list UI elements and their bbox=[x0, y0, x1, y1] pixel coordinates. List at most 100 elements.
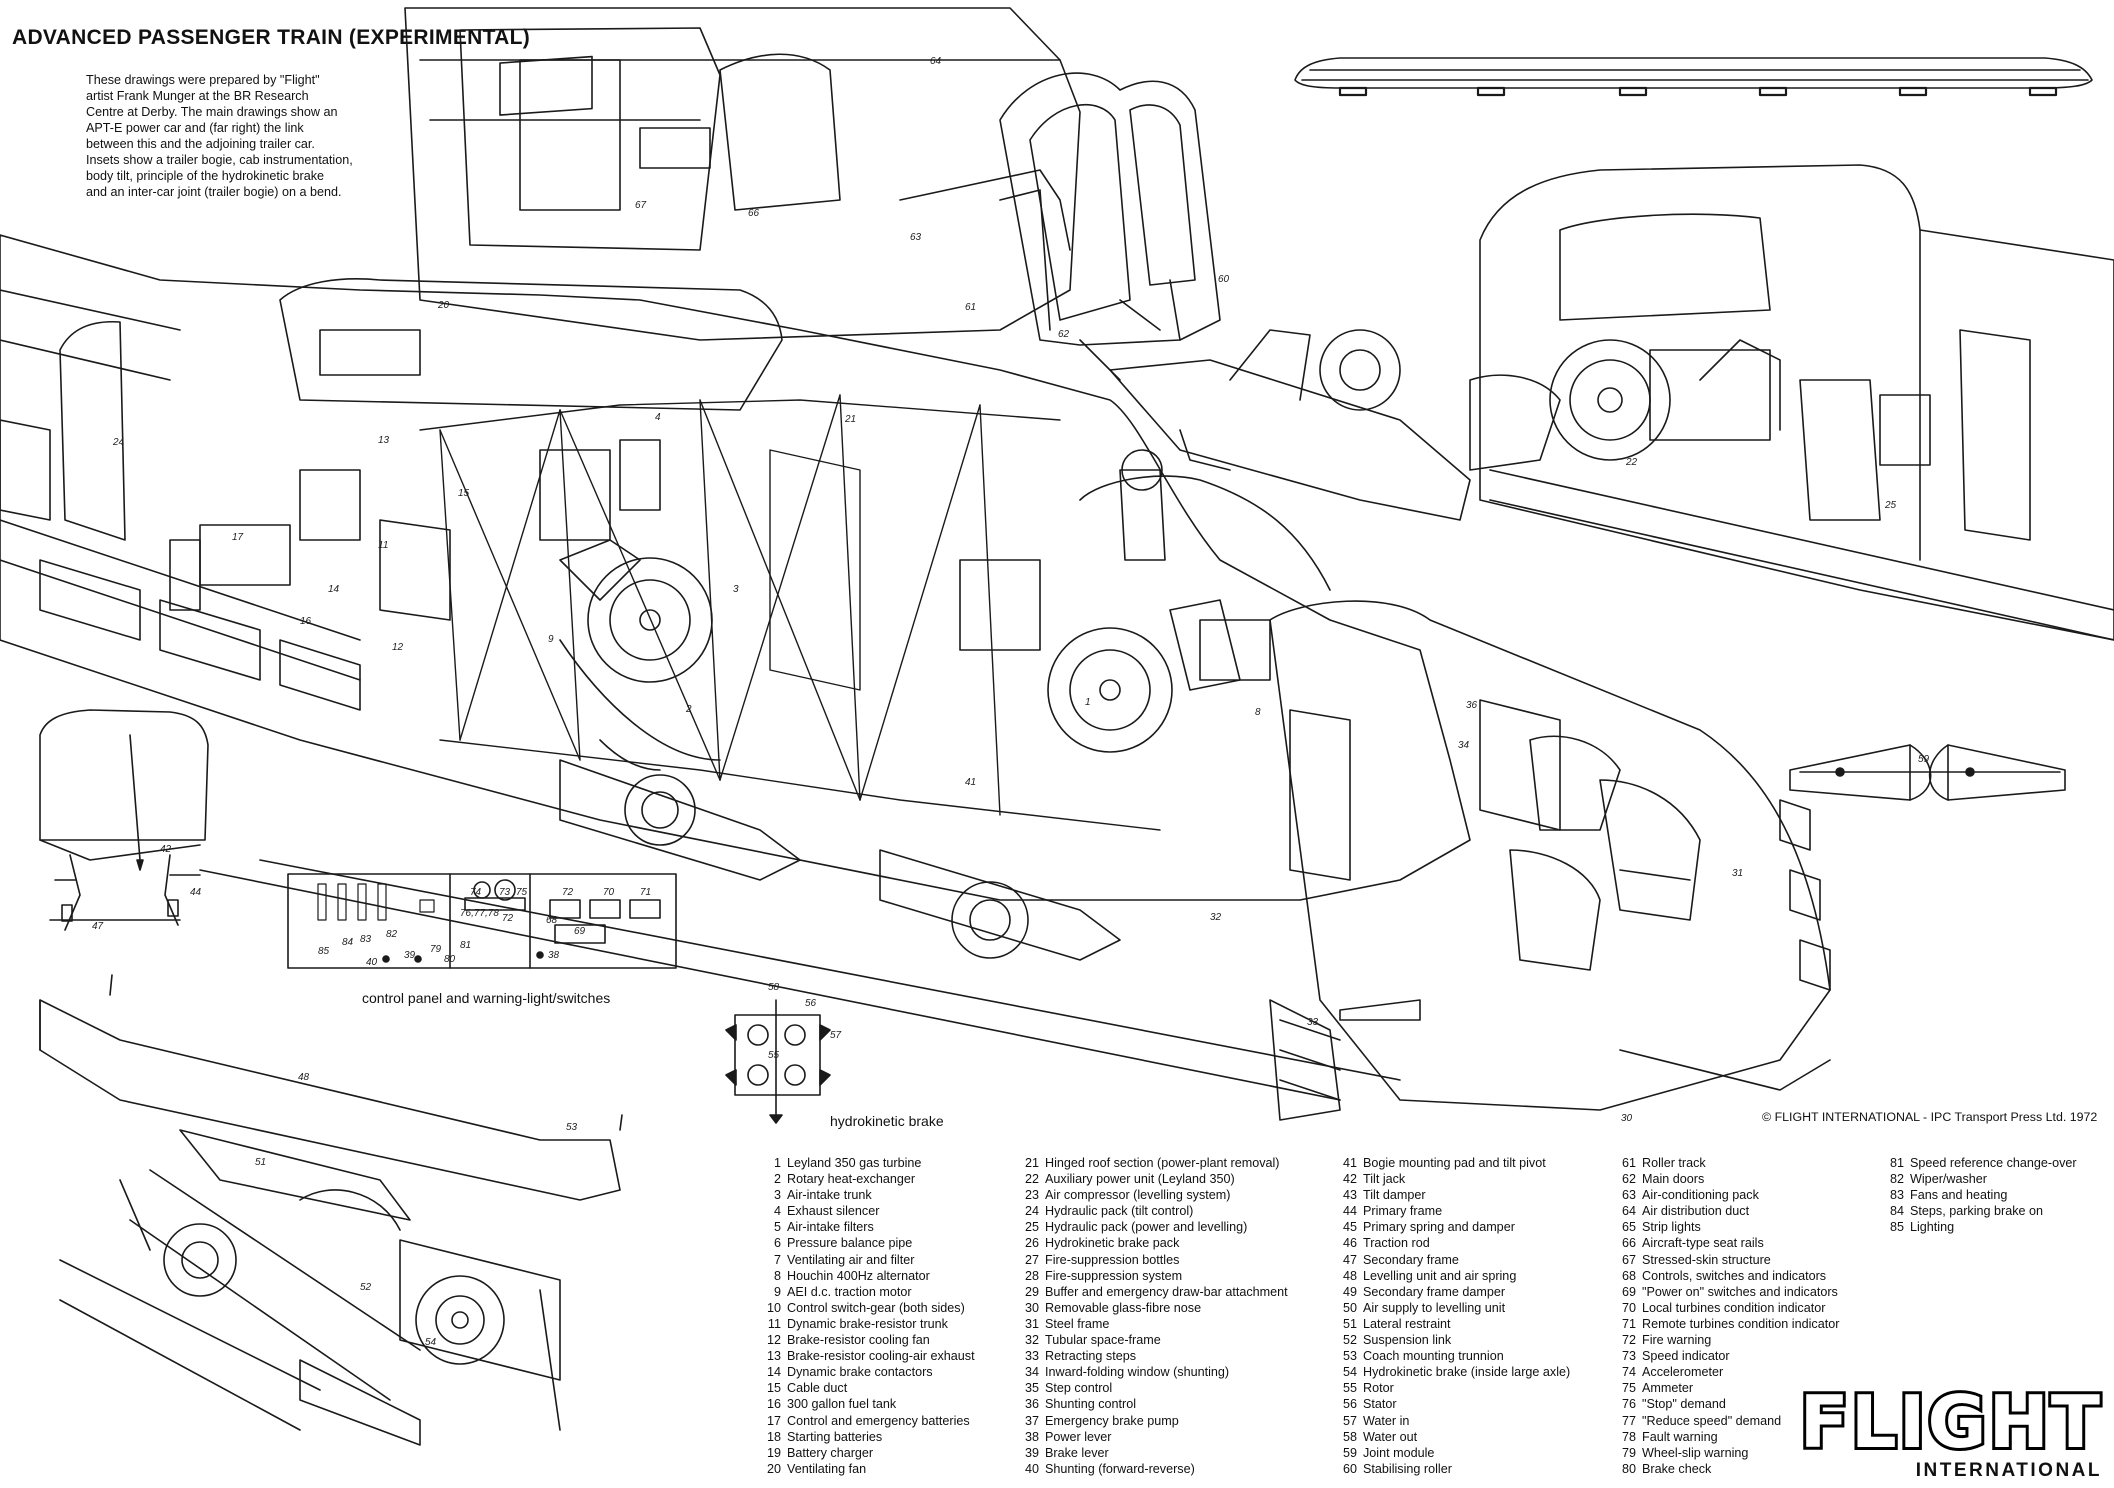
legend-number: 41 bbox=[1342, 1156, 1357, 1170]
legend-number: 48 bbox=[1342, 1268, 1357, 1283]
legend-text: Rotary heat-exchanger bbox=[787, 1172, 916, 1187]
callout: 41 bbox=[965, 777, 976, 788]
legend-text: Main doors bbox=[1642, 1172, 1705, 1187]
callout: 60 bbox=[1218, 274, 1230, 285]
legend-number: 73 bbox=[1621, 1349, 1636, 1364]
callout: 54 bbox=[425, 1337, 437, 1348]
legend-item: 76"Stop" demand bbox=[1612, 1396, 1839, 1412]
train-profile-inset bbox=[1294, 57, 2093, 97]
callout: 81 bbox=[460, 940, 471, 951]
callout: 4 bbox=[655, 412, 661, 423]
trailer-car-body bbox=[404, 7, 1081, 341]
legend-text: Air-conditioning pack bbox=[1642, 1188, 1759, 1203]
legend-number: 33 bbox=[1024, 1349, 1039, 1364]
legend-number: 4 bbox=[773, 1204, 781, 1219]
legend-text: Control switch-gear (both sides) bbox=[787, 1300, 965, 1315]
callout: 68 bbox=[546, 915, 558, 926]
legend-text: Dynamic brake contactors bbox=[787, 1365, 933, 1380]
legend-number: 76 bbox=[1621, 1397, 1636, 1412]
callout: 67 bbox=[635, 200, 647, 211]
callout: 84 bbox=[342, 937, 354, 948]
callout: 82 bbox=[386, 929, 398, 940]
intro-line: These drawings were prepared by "Flight" bbox=[86, 73, 320, 87]
legend-text: "Power on" switches and indicators bbox=[1642, 1284, 1838, 1299]
callout: 63 bbox=[910, 232, 922, 243]
legend-number: 47 bbox=[1342, 1252, 1357, 1267]
callout: 30 bbox=[1621, 1113, 1633, 1124]
legend-text: Ventilating fan bbox=[787, 1461, 867, 1476]
intro-line: and an inter-car joint (trailer bogie) o… bbox=[86, 185, 342, 199]
callout-numbers: 2 4 3 1 8 9 11 12 13 14 15 16 17 20 21 2… bbox=[92, 56, 1930, 1348]
callout: 47 bbox=[92, 921, 104, 932]
legend-text: Stressed-skin structure bbox=[1642, 1252, 1771, 1267]
legend-number: 64 bbox=[1621, 1204, 1636, 1219]
legend-number: 2 bbox=[773, 1172, 781, 1187]
legend-number: 78 bbox=[1621, 1429, 1636, 1444]
intro-text: These drawings were prepared by "Flight"… bbox=[86, 72, 386, 200]
legend-number: 55 bbox=[1342, 1381, 1357, 1396]
callout: 64 bbox=[930, 56, 942, 67]
callout: 70 bbox=[603, 887, 615, 898]
callout: 40 bbox=[366, 957, 378, 968]
logo-wordmark: FLIGHT bbox=[1797, 1380, 2103, 1464]
legend-number: 10 bbox=[766, 1300, 781, 1315]
legend-text: Steel frame bbox=[1045, 1316, 1110, 1331]
legend-text: Secondary frame damper bbox=[1363, 1284, 1506, 1299]
control-panel-caption: control panel and warning-light/switches bbox=[362, 990, 611, 1006]
legend-text: Hydrokinetic brake (inside large axle) bbox=[1363, 1365, 1571, 1380]
callout: 76,77,78 bbox=[460, 908, 499, 919]
legend-number: 18 bbox=[766, 1429, 781, 1444]
legend-text: Brake check bbox=[1642, 1461, 1712, 1476]
legend-number: 35 bbox=[1024, 1381, 1039, 1396]
legend-text: Steps, parking brake on bbox=[1910, 1204, 2044, 1219]
flight-international-logo: FLIGHT INTERNATIONAL bbox=[1792, 1380, 2103, 1482]
callout: 1 bbox=[1085, 697, 1091, 708]
legend-number: 51 bbox=[1342, 1316, 1357, 1331]
legend-number: 19 bbox=[766, 1445, 781, 1460]
intro-line: Centre at Derby. The main drawings show … bbox=[86, 105, 338, 119]
legend-text: Traction rod bbox=[1363, 1236, 1430, 1251]
legend-number: 31 bbox=[1024, 1316, 1039, 1331]
legend-text: Fire-suppression system bbox=[1045, 1268, 1183, 1283]
legend-number: 70 bbox=[1621, 1300, 1636, 1315]
control-panel-numbers: 74 73 75 72 70 71 76,77,78 72 68 69 85 8… bbox=[318, 887, 651, 968]
legend-number: 25 bbox=[1024, 1220, 1039, 1235]
legend-number: 67 bbox=[1621, 1252, 1636, 1267]
legend-number: 69 bbox=[1621, 1284, 1636, 1299]
intro-line: Insets show a trailer bogie, cab instrum… bbox=[86, 153, 353, 167]
hydrokinetic-brake-caption: hydrokinetic brake bbox=[830, 1113, 944, 1129]
callout: 14 bbox=[328, 584, 340, 595]
callout: 24 bbox=[112, 437, 125, 448]
legend-number: 61 bbox=[1621, 1156, 1636, 1170]
legend-text: Joint module bbox=[1363, 1445, 1435, 1460]
legend-number: 66 bbox=[1621, 1236, 1636, 1251]
legend-number: 81 bbox=[1889, 1156, 1904, 1170]
callout: 85 bbox=[318, 946, 330, 957]
power-car-body bbox=[0, 234, 1471, 901]
callout: 38 bbox=[548, 950, 560, 961]
legend-text: Ventilating air and filter bbox=[787, 1252, 915, 1267]
legend-number: 57 bbox=[1342, 1413, 1357, 1428]
legend-text: Shunting control bbox=[1045, 1397, 1137, 1412]
